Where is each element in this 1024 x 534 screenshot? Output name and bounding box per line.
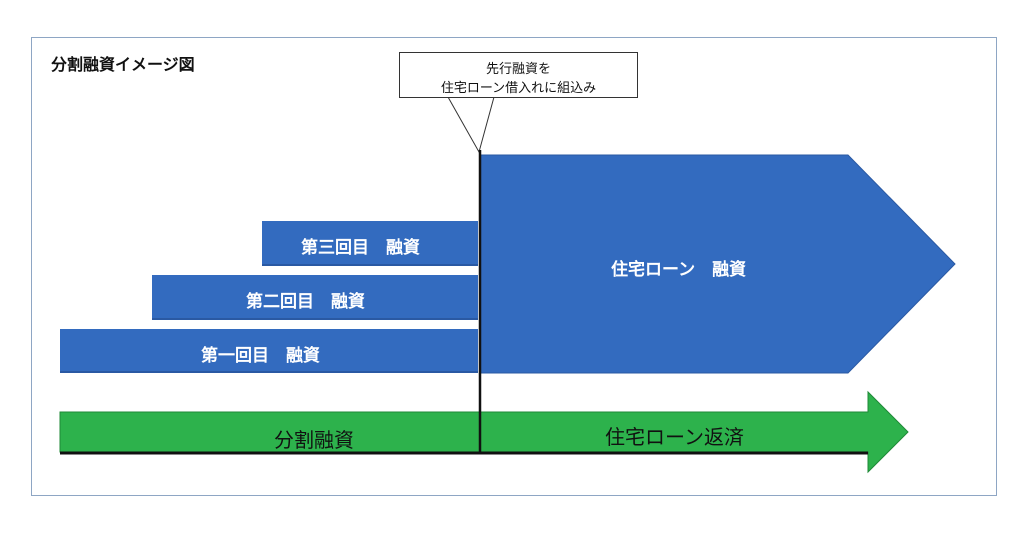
callout-box: 先行融資を 住宅ローン借入れに組込み [399, 52, 638, 98]
loan-bar-1 [60, 329, 478, 373]
callout-text-line2: 住宅ローン借入れに組込み [440, 81, 597, 96]
mortgage-label: 住宅ローン 融資 [611, 260, 747, 280]
callout-text-line1: 先行融資を [485, 62, 551, 77]
loan-label-3: 第三回目 融資 [301, 238, 420, 258]
loan-bar-3 [262, 221, 478, 266]
callout-pointer [447, 96, 495, 154]
diagram-title: 分割融資イメージ図 [51, 55, 195, 74]
loan-label-1: 第一回目 融資 [201, 346, 320, 366]
loan-label-2: 第二回目 融資 [246, 292, 365, 312]
timeline-left-label: 分割融資 [274, 428, 354, 452]
loan-bar-2 [152, 275, 478, 320]
timeline-right-label: 住宅ローン返済 [605, 425, 744, 449]
